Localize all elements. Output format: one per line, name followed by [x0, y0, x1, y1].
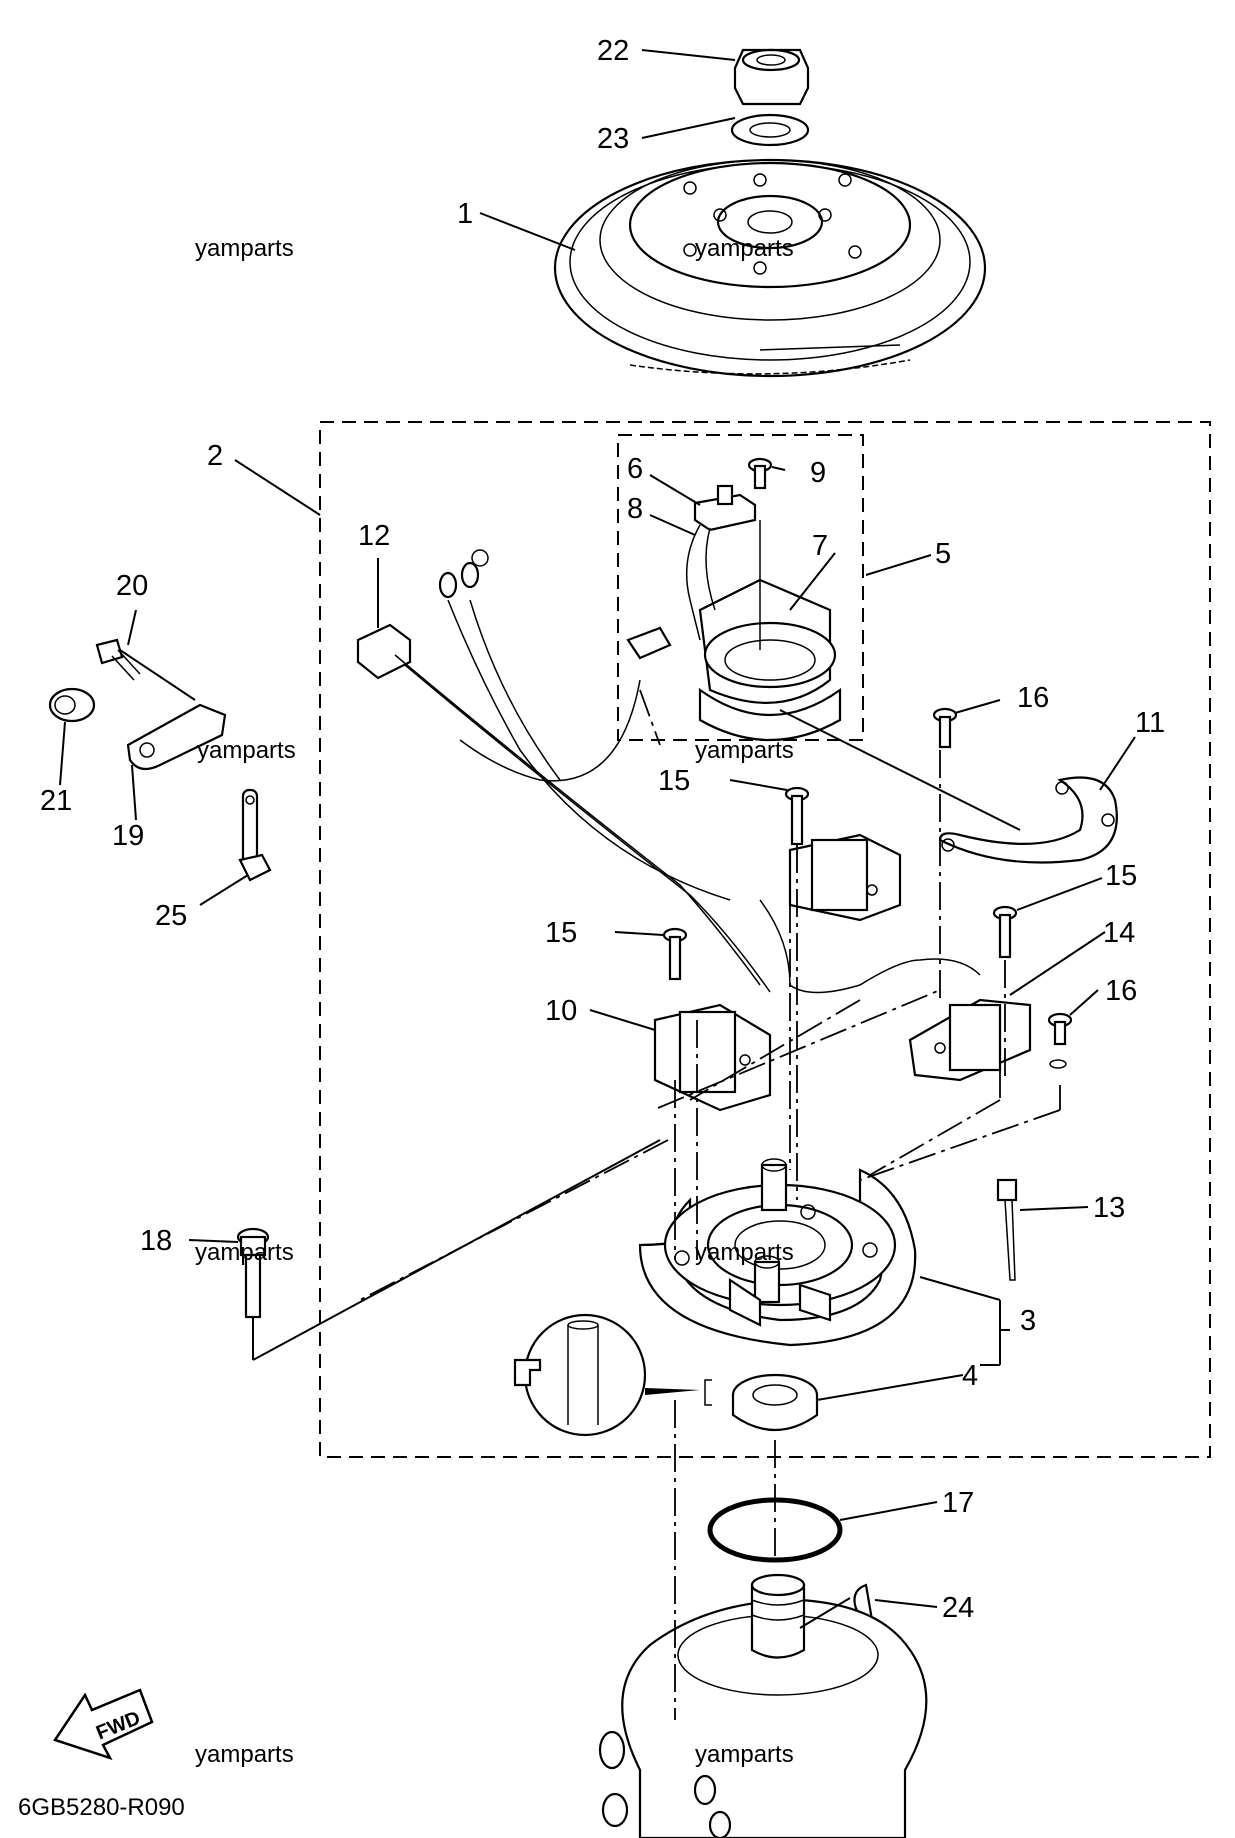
screw-16-upper-part — [932, 707, 958, 749]
watermark-2: yamparts — [695, 235, 794, 262]
callout-20: 22 — [597, 35, 629, 67]
callout-16-upper: 16 — [1017, 682, 1049, 714]
callout-11: 11 — [1135, 707, 1165, 739]
callout-18: 18 — [140, 1225, 172, 1257]
bolt-23-part — [95, 638, 141, 681]
watermark-8: yamparts — [695, 1741, 794, 1768]
watermark-4: yamparts — [695, 737, 794, 764]
callout-3: 3 — [1020, 1305, 1036, 1337]
callout-19: 24 — [942, 1592, 974, 1624]
watermark-3: yamparts — [197, 737, 296, 764]
watermark-7: yamparts — [195, 1741, 294, 1768]
flywheel-part — [553, 158, 987, 378]
pulser-coil-part — [626, 520, 842, 741]
charge-coil-14-part — [908, 998, 1032, 1082]
grommet-24-part — [48, 687, 96, 723]
callout-10: 10 — [545, 995, 577, 1027]
screw-16-lower-part — [1047, 1012, 1073, 1069]
screw-15-upper-part — [784, 786, 810, 846]
charge-coil-10-part — [653, 1003, 772, 1112]
nut-part — [733, 48, 810, 106]
oil-seal-part — [731, 1373, 819, 1432]
callout-15-upper: 15 — [658, 765, 690, 797]
callout-1: 1 — [457, 198, 473, 230]
callout-23: 20 — [116, 570, 148, 602]
callout-6: 6 — [627, 453, 643, 485]
crankcase-part — [598, 1573, 928, 1838]
callout-15-right: 15 — [1105, 860, 1137, 892]
callout-21: 23 — [597, 123, 629, 155]
leader-lines — [59, 49, 1136, 1629]
stator-assembly-boundary — [319, 421, 1211, 1458]
callout-8: 8 — [627, 493, 643, 525]
callout-22: 19 — [112, 820, 144, 852]
callout-7: 7 — [812, 530, 828, 562]
callout-16-lower: 16 — [1105, 975, 1137, 1007]
callout-12: 12 — [358, 520, 390, 552]
callout-24: 21 — [40, 785, 72, 817]
fwd-arrow-icon: FWD — [53, 1688, 154, 1761]
callout-4: 4 — [962, 1360, 978, 1392]
callout-15-left: 15 — [545, 917, 577, 949]
callout-9: 9 — [810, 457, 826, 489]
pulser-coil-assembly-boundary — [617, 434, 864, 741]
washer-part — [730, 113, 810, 147]
callout-5: 5 — [935, 538, 951, 570]
watermark-5: yamparts — [195, 1239, 294, 1266]
shaft-detail-inset — [513, 1313, 712, 1437]
diagram-code: 6GB5280-R090 — [18, 1794, 185, 1821]
retainer-plate-part — [938, 776, 1118, 864]
cable-tie-13-part — [996, 1178, 1018, 1281]
assembly-lines — [252, 689, 1061, 1720]
screw-15-right-part — [992, 905, 1018, 959]
screw-15-left-part — [662, 927, 688, 981]
callout-13: 13 — [1093, 1192, 1125, 1224]
callout-25: 25 — [155, 900, 187, 932]
screw-9-part — [747, 457, 773, 490]
callout-14: 14 — [1103, 917, 1135, 949]
callout-17: 17 — [942, 1487, 974, 1519]
stator-base-part — [638, 1158, 917, 1347]
bolt-18-part — [236, 1227, 270, 1319]
watermark-1: yamparts — [195, 235, 294, 262]
callout-2: 2 — [207, 440, 223, 472]
wire-harness-part — [356, 549, 771, 993]
charge-coil-upper-part — [788, 833, 902, 922]
cord-clamp-22-part — [126, 703, 227, 771]
coil-wire — [759, 899, 981, 994]
plate-25-part — [238, 788, 272, 882]
watermark-6: yamparts — [695, 1239, 794, 1266]
ignition-sensor-part — [685, 484, 757, 641]
